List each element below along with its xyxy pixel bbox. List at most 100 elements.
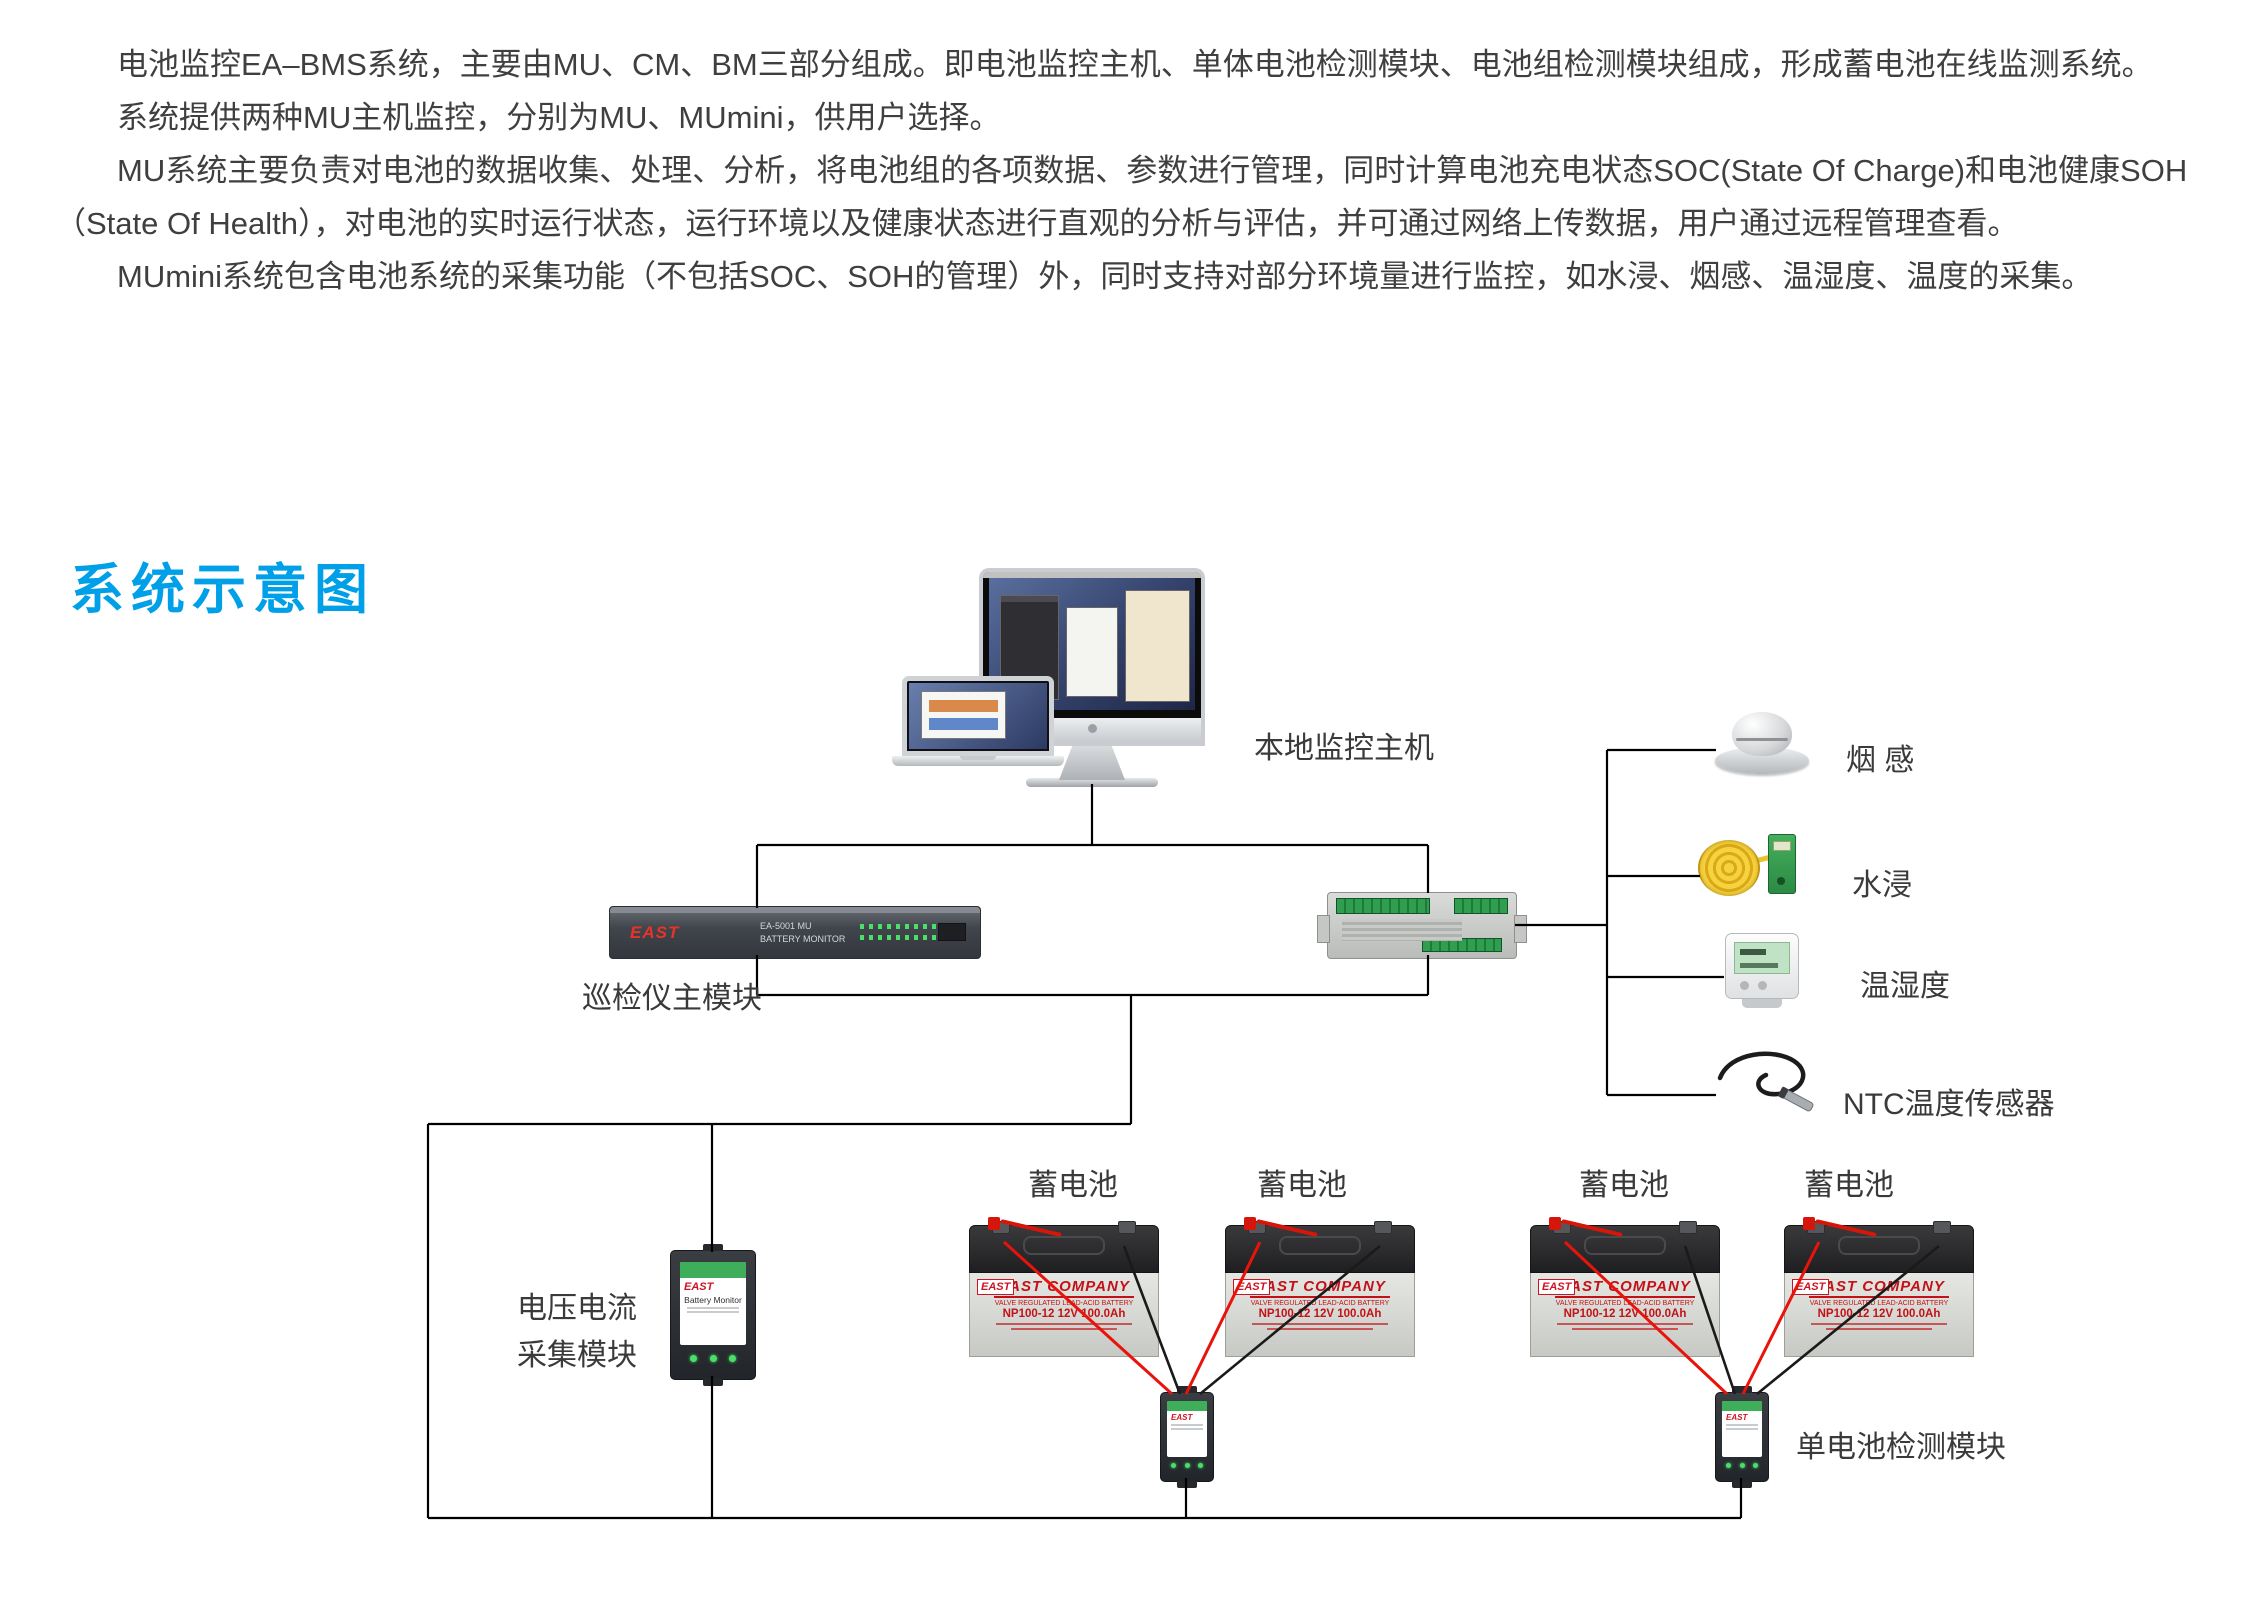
battery-model-text: NP100-12 12V 100.0Ah xyxy=(1258,1308,1382,1320)
module-led-row xyxy=(1716,1455,1768,1473)
rack-model-text: EA-5001 MU BATTERY MONITOR xyxy=(760,920,845,945)
imac-stand xyxy=(1059,746,1125,780)
battery-top xyxy=(969,1217,1159,1273)
terminal-block xyxy=(1454,898,1508,914)
module-label-band xyxy=(1722,1401,1762,1411)
terminal-block xyxy=(1422,938,1502,952)
macbook-laptop xyxy=(892,676,1064,766)
intro-paragraph-4: MUmini系统包含电池系统的采集功能（不包括SOC、SOH的管理）外，同时支持… xyxy=(117,259,2093,294)
label-battery-1: 蓄电池 xyxy=(1028,1169,1118,1202)
intro-paragraph-3: MU系统主要负责对电池的数据收集、处理、分析，将电池组的各项数据、参数进行管理，… xyxy=(55,153,2188,241)
led-indicator xyxy=(709,1355,717,1362)
ntc-probe-device xyxy=(1712,1048,1824,1120)
water-sensor-terminal xyxy=(1768,834,1796,894)
inspection-main-module-device: EAST EA-5001 MU BATTERY MONITOR xyxy=(609,906,981,959)
battery-text-bar xyxy=(1811,1323,1947,1325)
east-logo: EAST xyxy=(1792,1279,1830,1296)
battery-handle xyxy=(1583,1236,1667,1255)
battery-text-bar xyxy=(1252,1323,1388,1325)
macbook-screen xyxy=(902,676,1054,756)
imac-base xyxy=(1026,778,1158,787)
mounting-flange xyxy=(1317,915,1330,943)
module-text-bar xyxy=(1726,1424,1758,1426)
temp-humidity-button xyxy=(1740,981,1749,990)
label-voltage-current-module: 电压电流 采集模块 xyxy=(517,1286,637,1379)
water-sensor-coil xyxy=(1698,840,1760,896)
single-battery-module-device-2: EAST xyxy=(1715,1386,1769,1488)
battery-company-text: EAST COMPANY xyxy=(1809,1278,1949,1298)
battery-red-clamp xyxy=(1244,1217,1256,1230)
label-battery-4: 蓄电池 xyxy=(1804,1169,1894,1202)
label-voltage-current-line2: 采集模块 xyxy=(517,1338,637,1372)
east-logo: EAST xyxy=(977,1279,1015,1296)
temp-humidity-stand xyxy=(1742,999,1782,1008)
label-battery-3: 蓄电池 xyxy=(1579,1169,1669,1202)
battery-front: EAST EAST COMPANY VALVE REGULATED LEAD-A… xyxy=(1784,1273,1974,1357)
module-label-band xyxy=(680,1262,746,1278)
battery-device-2: EAST EAST COMPANY VALVE REGULATED LEAD-A… xyxy=(1225,1217,1415,1357)
label-temp-humidity-sensor: 温湿度 xyxy=(1860,970,1950,1003)
imac-window-doc xyxy=(1124,589,1190,703)
terminal-block xyxy=(1336,898,1430,914)
led-indicator xyxy=(690,1355,698,1362)
battery-top xyxy=(1784,1217,1974,1273)
led-indicator xyxy=(1197,1463,1203,1468)
led-indicator xyxy=(1752,1463,1758,1468)
east-logo: EAST xyxy=(1233,1279,1271,1296)
module-text-bar xyxy=(687,1311,739,1313)
east-logo: EAST xyxy=(684,1281,714,1293)
battery-sub-text: VALVE REGULATED LEAD-ACID BATTERY xyxy=(994,1300,1134,1307)
mumini-controller-device xyxy=(1317,892,1527,959)
imac-menubar xyxy=(983,572,1201,578)
led-indicator xyxy=(1739,1463,1745,1468)
temp-humidity-button xyxy=(1758,981,1767,990)
battery-post-right xyxy=(1679,1221,1697,1234)
led-indicator xyxy=(728,1355,736,1362)
module-label: EAST xyxy=(1167,1401,1207,1457)
module-label-band xyxy=(1167,1401,1207,1411)
battery-device-4: EAST EAST COMPANY VALVE REGULATED LEAD-A… xyxy=(1784,1217,1974,1357)
water-leak-sensor-device xyxy=(1698,832,1810,902)
battery-post-right xyxy=(1118,1221,1136,1234)
battery-red-clamp xyxy=(1549,1217,1561,1230)
rack-led-row xyxy=(860,924,956,929)
macbook-window xyxy=(921,690,1006,739)
intro-paragraph-1: 电池监控EA–BMS系统，主要由MU、CM、BM三部分组成。即电池监控主机、单体… xyxy=(117,47,2153,82)
battery-model-text: NP100-12 12V 100.0Ah xyxy=(1563,1308,1687,1320)
label-voltage-current-line1: 电压电流 xyxy=(517,1292,637,1325)
east-logo: EAST xyxy=(1726,1413,1748,1422)
battery-company-text: EAST COMPANY xyxy=(1555,1278,1695,1298)
label-inspection-main-module: 巡检仪主模块 xyxy=(582,982,762,1015)
label-battery-2: 蓄电池 xyxy=(1257,1169,1347,1202)
bus-lines xyxy=(426,748,1743,1520)
voltage-current-module-device: EAST Battery Monitor xyxy=(670,1244,756,1386)
rack-port xyxy=(938,923,966,941)
battery-sub-text: VALVE REGULATED LEAD-ACID BATTERY xyxy=(1250,1300,1390,1307)
battery-handle xyxy=(1837,1236,1921,1255)
macbook-keyboard-base xyxy=(892,756,1064,766)
battery-top xyxy=(1225,1217,1415,1273)
module-text-bar xyxy=(1726,1428,1758,1430)
east-logo: EAST xyxy=(630,923,680,942)
module-label: EAST Battery Monitor xyxy=(680,1262,746,1345)
temp-humidity-body xyxy=(1725,933,1799,999)
battery-text-bar xyxy=(1011,1328,1117,1330)
battery-red-clamp xyxy=(988,1217,1000,1230)
battery-handle xyxy=(1278,1236,1362,1255)
east-logo: EAST xyxy=(1171,1413,1193,1422)
module-text-bar xyxy=(1171,1428,1203,1430)
smoke-sensor-dome xyxy=(1732,712,1792,756)
controller-vents xyxy=(1342,919,1462,941)
intro-paragraph-2: 系统提供两种MU主机监控，分别为MU、MUmini，供用户选择。 xyxy=(117,100,1001,135)
rack-model-line1: EA-5001 MU xyxy=(760,921,812,931)
battery-front: EAST EAST COMPANY VALVE REGULATED LEAD-A… xyxy=(1225,1273,1415,1357)
rack-model-line2: BATTERY MONITOR xyxy=(760,933,846,944)
battery-red-clamp xyxy=(1803,1217,1815,1230)
module-label: EAST xyxy=(1722,1401,1762,1457)
module-title-text: Battery Monitor xyxy=(684,1295,742,1305)
battery-text-bar xyxy=(1557,1323,1693,1325)
module-led-row xyxy=(671,1349,755,1367)
battery-company-text: EAST COMPANY xyxy=(994,1278,1134,1298)
battery-text-bar xyxy=(996,1323,1132,1325)
